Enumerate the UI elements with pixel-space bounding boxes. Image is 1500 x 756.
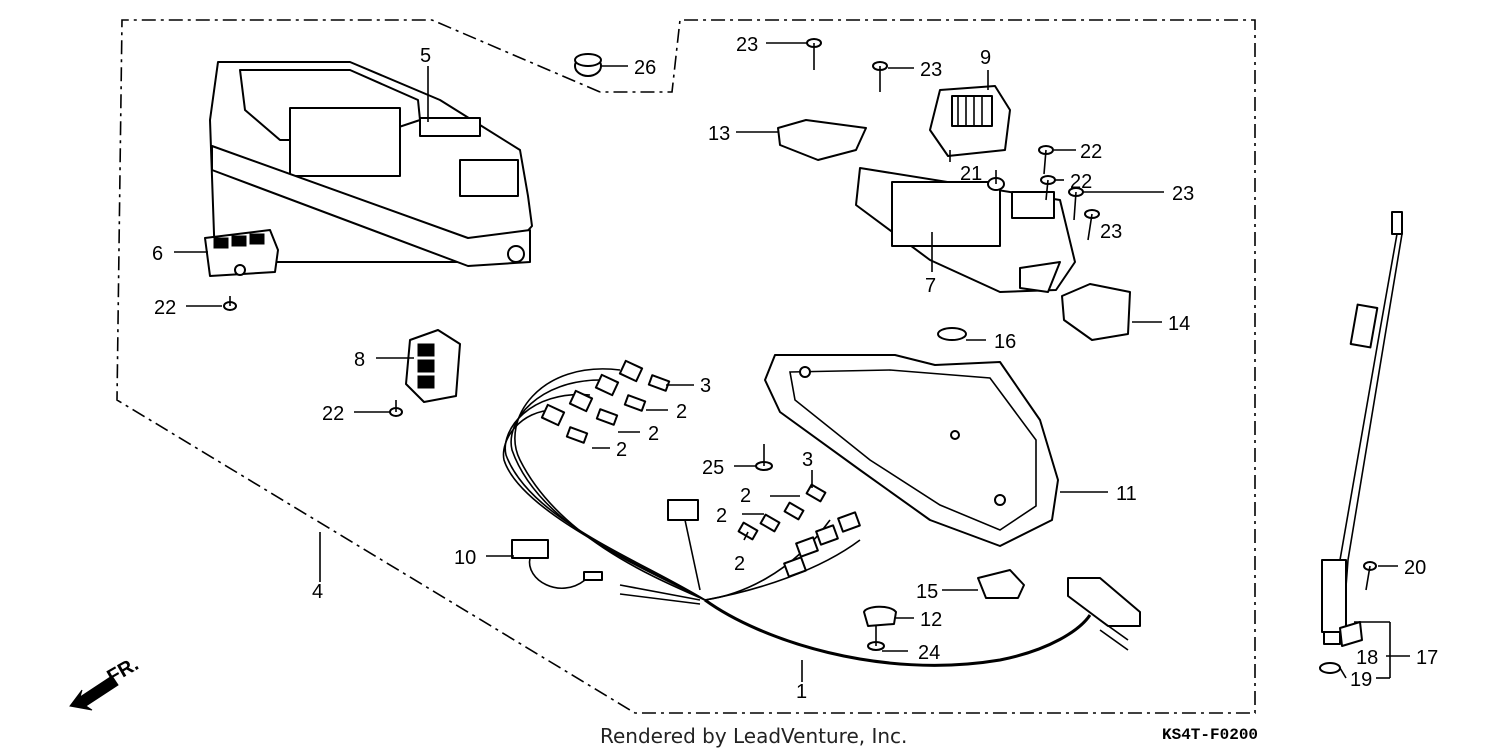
callout-23: 23 (920, 59, 942, 81)
callout-7: 7 (925, 275, 936, 297)
callout-2: 2 (648, 423, 659, 445)
callout-3: 3 (802, 449, 813, 471)
callout-2: 2 (734, 553, 745, 575)
callout-21: 21 (960, 163, 982, 185)
callout-12: 12 (920, 609, 942, 631)
callout-13: 13 (708, 123, 730, 145)
speedometer-cable (1319, 211, 1403, 674)
diagram-code: KS4T-F0200 (1162, 726, 1259, 744)
callout-2: 2 (676, 401, 687, 423)
callout-22: 22 (154, 297, 176, 319)
screw-20 (1363, 561, 1377, 591)
render-credit: Rendered by LeadVenture, Inc. (600, 724, 908, 748)
callout-3: 3 (700, 375, 711, 397)
lead-switch (511, 539, 603, 590)
callout-2: 2 (616, 439, 627, 461)
callout-17: 17 (1416, 647, 1438, 669)
screw-24 (867, 626, 885, 651)
leader-lines (174, 42, 1410, 682)
callout-22: 22 (1080, 141, 1102, 163)
indicator-housing (204, 229, 279, 277)
callout-5: 5 (420, 45, 431, 67)
screw-21 (987, 170, 1005, 191)
callout-2: 2 (716, 505, 727, 527)
bracket-14 (1061, 283, 1131, 341)
meter-cover (209, 61, 533, 267)
switch-housing (405, 329, 461, 403)
callout-1: 1 (796, 681, 807, 703)
front-direction-arrow: FR. (69, 653, 142, 711)
callout-15: 15 (916, 581, 938, 603)
cover-15 (977, 569, 1025, 599)
screw-23-b (872, 61, 888, 92)
callout-19: 19 (1350, 669, 1372, 691)
callout-10: 10 (454, 547, 476, 569)
callout-8: 8 (354, 349, 365, 371)
callout-9: 9 (980, 47, 991, 69)
callout-23: 23 (1100, 221, 1122, 243)
callout-11: 11 (1116, 483, 1137, 505)
callout-22: 22 (1070, 171, 1092, 193)
callout-23: 23 (736, 34, 758, 56)
screw-22-d (389, 400, 403, 417)
callout-25: 25 (702, 457, 724, 479)
callout-16: 16 (994, 331, 1016, 353)
callout-23: 23 (1172, 183, 1194, 205)
screw-23-c (1068, 187, 1084, 221)
callout-18: 18 (1356, 647, 1378, 669)
grommet (574, 53, 602, 77)
reset-knob (929, 85, 1011, 162)
clamp-12 (863, 605, 897, 627)
connector-large (1067, 577, 1141, 651)
callout-6: 6 (152, 243, 163, 265)
assembly-boundary (116, 19, 1256, 714)
screw-23-a (806, 38, 822, 70)
callout-4: 4 (312, 581, 323, 603)
screw-22-a (1038, 145, 1054, 175)
screw-25 (755, 444, 773, 471)
callout-2: 2 (740, 485, 751, 507)
washer-16 (937, 327, 967, 341)
connector-small (667, 499, 699, 521)
callouts: 5 26 23 23 9 13 22 21 22 23 23 7 6 22 8 … (152, 34, 1438, 703)
lower-case (764, 354, 1059, 547)
callout-14: 14 (1168, 313, 1190, 335)
callout-22: 22 (322, 403, 344, 425)
callout-26: 26 (634, 57, 656, 79)
bracket-13 (777, 119, 867, 161)
bulb-sockets (540, 359, 861, 578)
meter-assembly (855, 167, 1076, 293)
screw-22-c (223, 296, 237, 311)
wire-harness (502, 368, 1092, 667)
screw-23-d (1084, 209, 1100, 241)
callout-24: 24 (918, 642, 940, 664)
callout-20: 20 (1404, 557, 1426, 579)
